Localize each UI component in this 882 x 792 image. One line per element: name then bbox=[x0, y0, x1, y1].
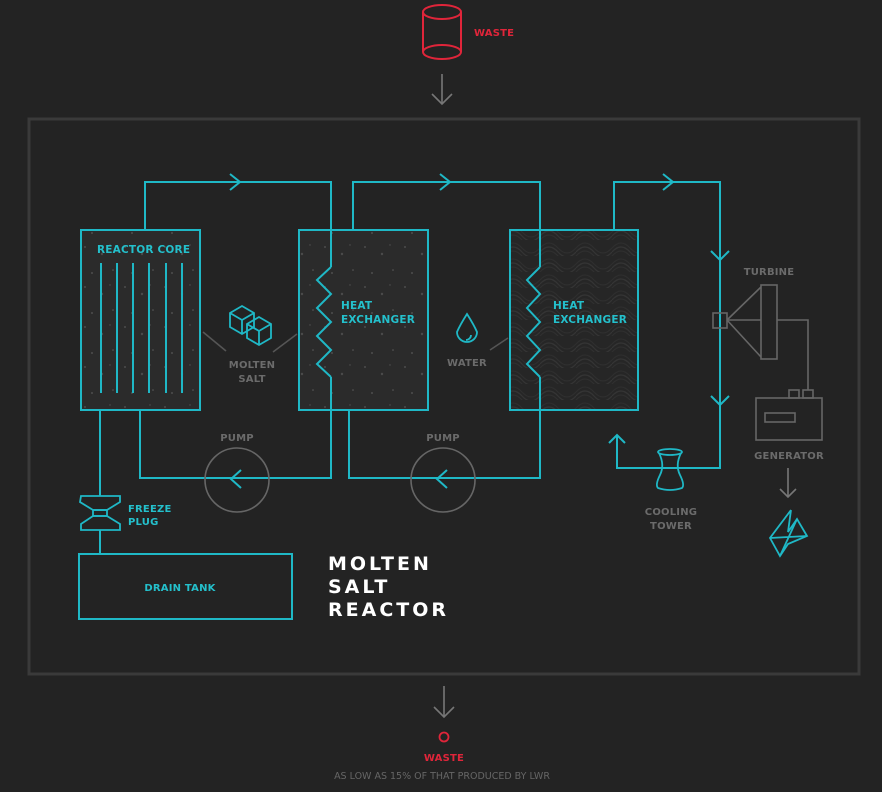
pump-1-label: PUMP bbox=[220, 433, 254, 444]
drain-tank-box bbox=[78, 553, 293, 620]
cooling-tower-label-line2: TOWER bbox=[650, 521, 692, 532]
heat-exchanger-1-label-line1: HEAT bbox=[341, 300, 373, 312]
turbine-icon bbox=[712, 284, 809, 390]
reactor-core-label: REACTOR CORE bbox=[97, 244, 190, 256]
title-line3: REACTOR bbox=[328, 599, 449, 621]
heat-exchanger-2-box bbox=[509, 229, 639, 411]
heat-exchanger-1-label-line2: EXCHANGER bbox=[341, 314, 415, 326]
generator-label: GENERATOR bbox=[754, 451, 824, 462]
water-drop-icon bbox=[456, 312, 478, 343]
generator-icon bbox=[755, 389, 823, 441]
electricity-bolt-icon bbox=[768, 509, 809, 558]
top-waste-group: WASTE bbox=[422, 4, 514, 106]
turbine-label: TURBINE bbox=[744, 267, 795, 278]
generator-down-arrow-icon bbox=[779, 468, 797, 499]
water-label: WATER bbox=[447, 358, 487, 369]
top-waste-label: WASTE bbox=[474, 28, 514, 39]
molten-salt-cubes-icon bbox=[229, 304, 272, 347]
cooling-tower-label-line1: COOLING bbox=[645, 507, 697, 518]
heat-exchanger-2-label-line2: EXCHANGER bbox=[553, 314, 627, 326]
connector-lines bbox=[202, 331, 509, 353]
bottom-waste-label: WASTE bbox=[424, 753, 464, 764]
pump-2-icon bbox=[410, 447, 476, 513]
primary-loop-pipes bbox=[139, 173, 333, 479]
waste-dot-icon bbox=[438, 731, 450, 743]
bottom-down-arrow-icon bbox=[433, 686, 455, 719]
drain-tank-label: DRAIN TANK bbox=[144, 583, 216, 594]
heat-exchanger-2-label-line1: HEAT bbox=[553, 300, 585, 312]
reactor-frame bbox=[27, 117, 861, 676]
cooling-tower-icon bbox=[655, 448, 685, 491]
waste-barrel-icon bbox=[422, 4, 462, 60]
heat-exchanger-1-box bbox=[298, 229, 429, 411]
freeze-plug-icon bbox=[79, 495, 121, 531]
down-arrow-icon bbox=[431, 74, 453, 106]
freeze-plug-label-line1: FREEZE bbox=[128, 504, 171, 515]
freeze-plug-label-line2: PLUG bbox=[128, 517, 158, 528]
molten-salt-label-line1: MOLTEN bbox=[229, 360, 275, 371]
title-line2: SALT bbox=[328, 576, 390, 598]
pump-1-icon bbox=[204, 447, 270, 513]
steam-loop-pipes bbox=[608, 173, 730, 469]
molten-salt-label-line2: SALT bbox=[238, 374, 265, 385]
title-line1: MOLTEN bbox=[328, 553, 432, 575]
waste-note: AS LOW AS 15% OF THAT PRODUCED BY LWR bbox=[334, 771, 550, 782]
fuel-rods bbox=[100, 263, 183, 393]
pump-2-label: PUMP bbox=[426, 433, 460, 444]
secondary-loop-pipes bbox=[348, 173, 542, 479]
